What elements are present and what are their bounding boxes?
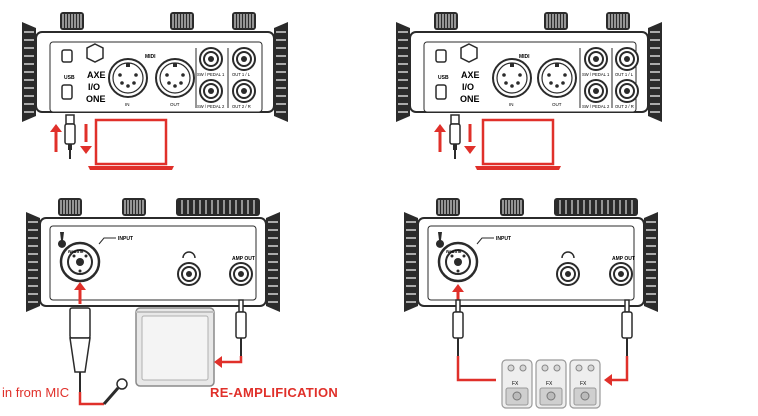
microphone-icon [102,387,120,405]
laptop-icon [473,118,563,172]
midi-out-port [155,58,195,98]
mic-connection [69,282,128,406]
fx-pedal-1: FX [501,359,533,409]
input-label: INPUT [496,236,511,242]
sw-pedal2-label: SW / PEDAL 2 [582,104,610,109]
brand-line3: ONE [460,94,480,104]
midi-out-label: OUT [552,102,562,107]
midi-in-port [108,58,148,98]
fx-label: FX [580,381,587,387]
sw-pedal2-label: SW / PEDAL 2 [197,104,225,109]
device-front-bottom-left: Neutrik INPUT AMP OUT [25,197,281,313]
usb-connection-top-right [434,114,563,172]
sw-pedal1-label: SW / PEDAL 1 [197,72,225,77]
usb-connection-top-left [50,114,176,172]
input-label: INPUT [118,236,133,242]
headphones-icon [182,251,196,259]
combo-brand-label: Neutrik [446,249,462,254]
brand-logo-icon [460,43,478,63]
combo-brand-label: Neutrik [68,249,84,254]
amp-out-label: AMP OUT [612,256,635,262]
reamp-label: RE-AMPLIFICATION [210,385,339,400]
out2-label: OUT 2 / R [232,104,251,109]
out1-label: OUT 1 / L [232,72,251,77]
midi-label: MIDI [519,54,530,60]
fx-label: FX [512,381,519,387]
amp-out-label: AMP OUT [232,256,255,262]
usb-label: USB [438,75,449,81]
brand-logo-icon [86,43,104,63]
brand-line1: AXE [461,70,480,80]
device-rear-top-left: USB AXE I/O ONE MIDI IN OUT SW / PEDAL 1… [21,11,289,123]
usb-label: USB [64,75,75,81]
headphones-icon [561,251,575,259]
midi-label: MIDI [145,54,156,60]
laptop-icon [86,118,176,172]
brand-line2: I/O [88,82,100,92]
out2-label: OUT 2 / R [615,104,634,109]
guitar-icon [435,232,444,248]
device-front-bottom-right: Neutrik INPUT AMP OUT [403,197,659,313]
fx-loop-connection: FX FX FX [452,284,633,409]
out1-label: OUT 1 / L [615,72,634,77]
sw-pedal1-label: SW / PEDAL 1 [582,72,610,77]
midi-in-label: IN [509,102,514,107]
fx-pedal-2: FX [535,359,567,409]
brand-line1: AXE [87,70,106,80]
fx-label: FX [546,381,553,387]
mic-input-label: in from MIC [2,385,70,400]
guitar-icon [58,232,66,248]
brand-line3: ONE [86,94,106,104]
fx-pedal-3: FX [569,359,601,409]
midi-in-label: IN [125,102,130,107]
reamp-connection [135,299,247,387]
midi-out-label: OUT [170,102,180,107]
device-rear-top-right: USB AXE I/O ONE MIDI IN OUT SW / PEDAL 1… [395,11,663,123]
brand-line2: I/O [462,82,474,92]
